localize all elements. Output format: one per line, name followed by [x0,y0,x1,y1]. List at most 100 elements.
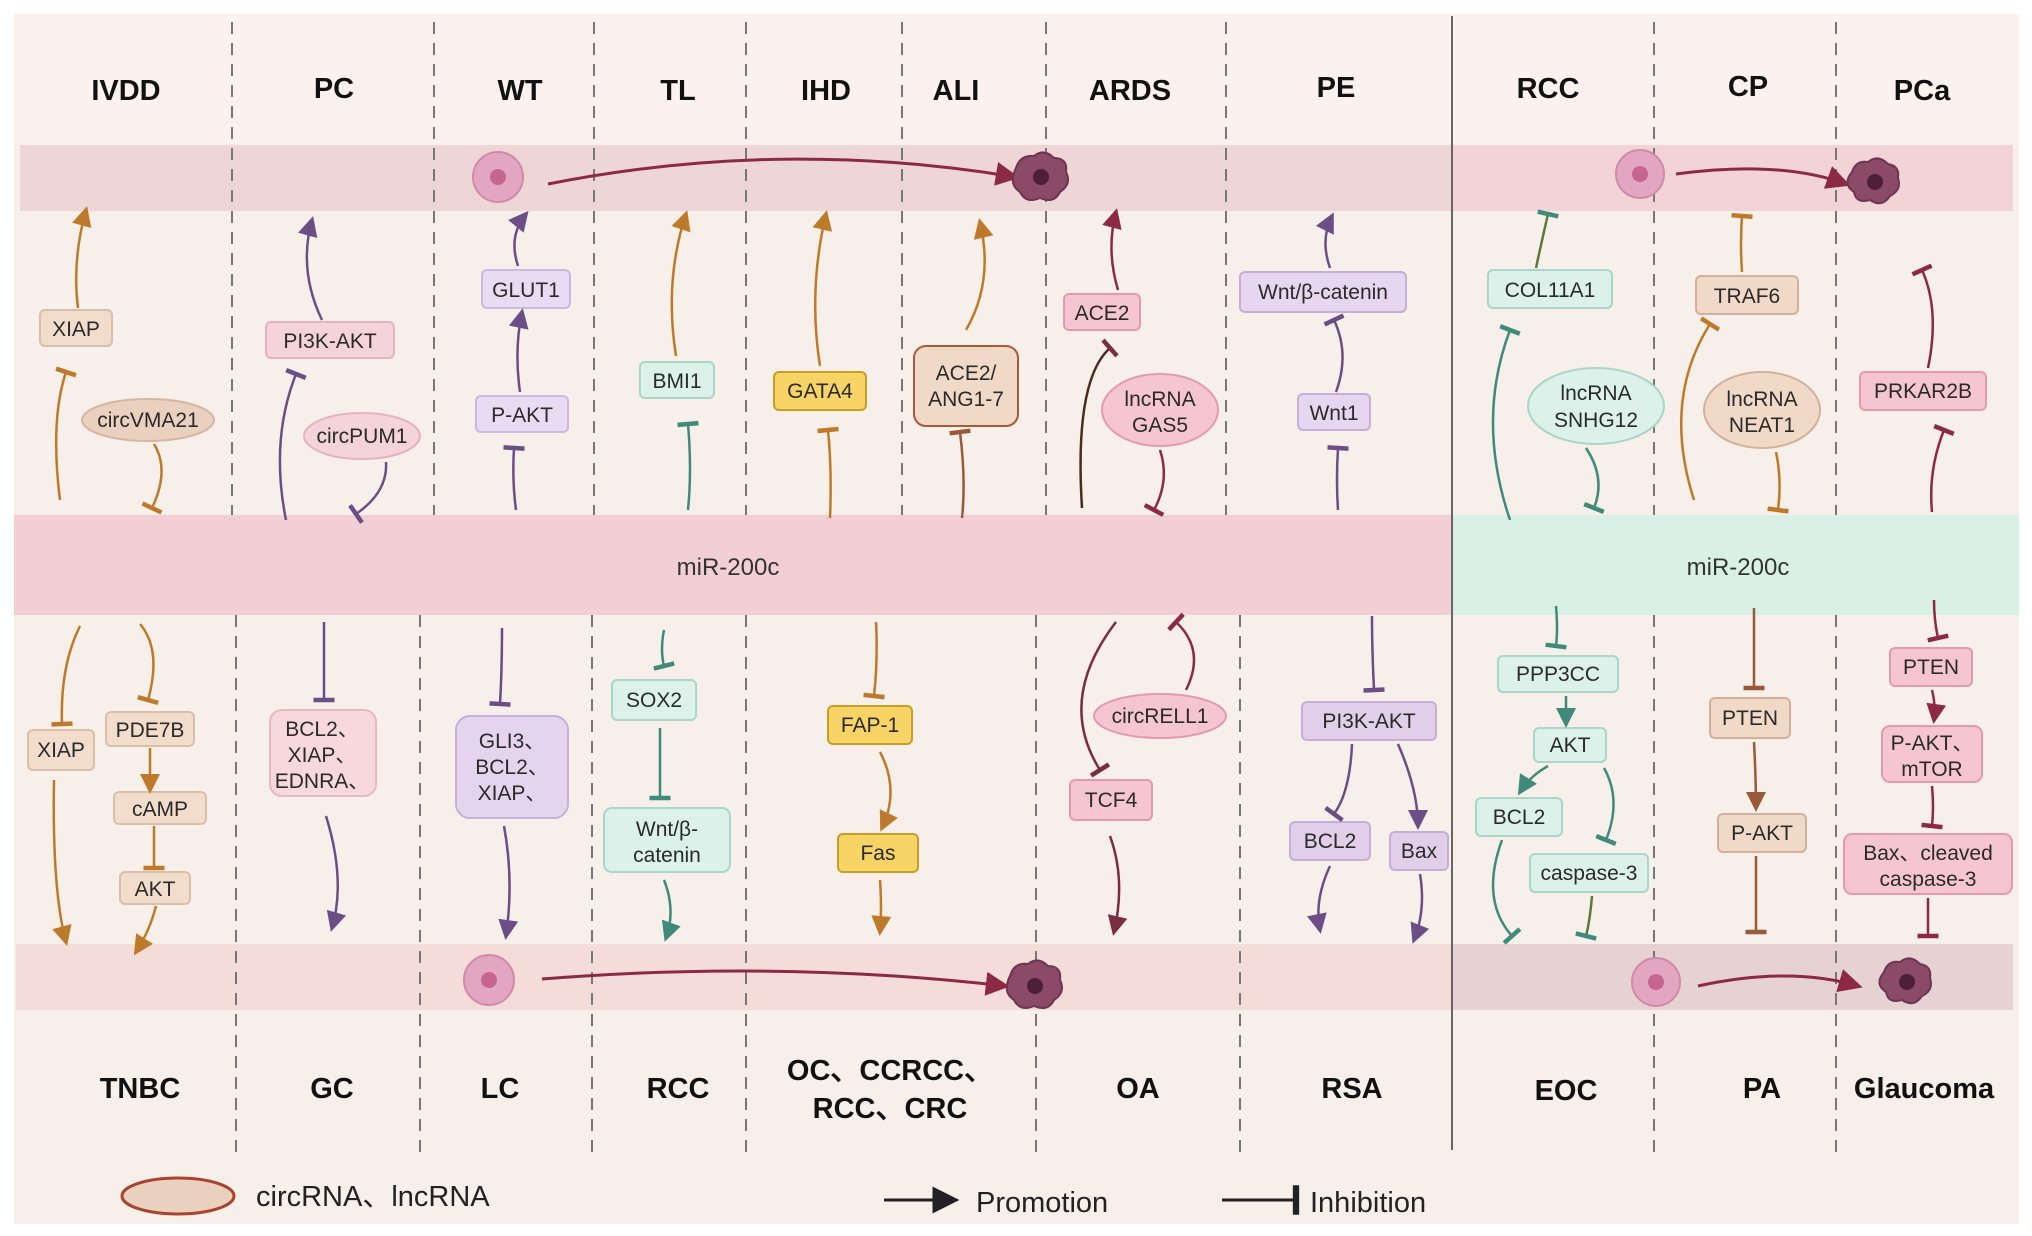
node-label: TRAF6 [1714,285,1781,308]
disease-oc-ccrcc: OC、CCRCC、 [787,1055,993,1087]
node-circpum1 [303,412,421,460]
inhibition-arrow [51,625,82,727]
disease-wt: WT [497,75,542,107]
disease-tnbc: TNBC [100,1073,181,1105]
node-label: BCL2 [1304,830,1357,853]
node-label: BCL2、 [285,718,359,741]
promotion-arrow [812,210,833,367]
node-label: EDNRA、 [275,770,370,793]
node-label: P-AKT、 [1891,732,1974,755]
promotion-arrow [1307,865,1332,934]
node-label: Wnt1 [1309,402,1358,425]
inhibition-arrow [1079,338,1119,509]
node-label: XIAP、 [478,782,547,805]
node-label: XIAP [52,318,100,341]
mir200c-band-left [14,515,1452,615]
disease-pc: PC [314,73,354,105]
node-pi3k-akt-rsa [1301,701,1437,741]
node-caspase3-eoc [1529,853,1649,893]
inhibition-arrow [1595,767,1617,846]
disease-tl: TL [660,75,695,107]
node-label: circVMA21 [97,409,199,432]
inhibition-arrow [489,627,511,707]
promotion-arrow [498,825,519,940]
node-wnt-beta-catenin [1239,271,1407,313]
node-fap1 [827,705,913,745]
disease-ali: ALI [933,75,980,107]
lower-pathway-nodes: XIAP PDE7B cAMP AKT BCL2、 XIAP、 EDNRA、 G… [27,647,2013,905]
node-xiap-tnbc [27,729,95,771]
node-glut1 [481,269,571,309]
top-header-band [14,14,2019,144]
abnormal-cell-icon [1011,151,1069,201]
node-label: XIAP、 [288,744,357,767]
promotion-arrow [324,815,347,932]
promotion-arrow [670,210,691,357]
node-label: lncRNA [1726,388,1797,411]
node-label: Bax、cleaved [1863,842,1993,865]
promotion-arrow [541,969,1010,996]
node-wnt1 [1297,393,1371,431]
inhibition-arrow [677,420,699,511]
inhibition-arrow [1921,785,1943,830]
node-label: GATA4 [787,380,853,403]
inhibition-arrow [1767,451,1789,514]
node-label: PTEN [1903,656,1959,679]
node-akt-tnbc [119,871,191,905]
bottom-disease-labels: TNBC GC LC RCC OC、CCRCC、 RCC、CRC OA RSA … [100,1055,1995,1125]
node-label: BMI1 [652,370,701,393]
disease-gc: GC [310,1073,354,1105]
inhibition-arrow [1324,743,1354,822]
promotion-arrow [133,905,158,956]
inhibition-arrow [1143,449,1166,517]
disease-pa: PA [1743,1073,1781,1105]
lower-cell-band-left [16,944,1452,1010]
disease-eoc: EOC [1535,1075,1598,1107]
promotion-arrow [547,157,1020,186]
disease-rcc-crc: RCC、CRC [813,1093,968,1125]
node-p-akt-wt [475,395,569,433]
inhibition-arrow [348,461,388,524]
node-p-akt-mtor [1881,725,1983,783]
upper-pathway-nodes: XIAP circVMA21 PI3K-AKT circPUM1 GLUT1 P… [39,269,1987,460]
normal-cell-icon [1615,149,1665,199]
column-dividers [231,22,1837,1160]
promotion-arrow [1107,835,1128,936]
node-pten-glaucoma [1889,647,1973,687]
abnormal-cell-icon [1878,957,1932,1005]
normal-cell-icon [463,954,515,1006]
node-label: FAP-1 [841,714,899,737]
node-label: PTEN [1722,707,1778,730]
disease-lc: LC [481,1073,520,1105]
node-ppp3cc [1497,655,1619,693]
promotion-arrow [1315,212,1334,269]
promotion-arrow [52,779,72,946]
disease-oa: OA [1116,1073,1160,1105]
node-label: cAMP [132,798,188,821]
inhibition-arrow [278,368,307,521]
legend-promotion-label: Promotion [976,1187,1108,1219]
node-label: SNHG12 [1554,409,1638,432]
node-label: caspase-3 [1541,862,1638,885]
node-gata4 [773,371,867,411]
node-pten-pa [1709,697,1791,739]
node-label: BCL2、 [475,756,549,779]
inhibition-arrow [1545,605,1567,650]
node-label: PPP3CC [1516,663,1600,686]
disease-pca: PCa [1894,75,1951,107]
inhibition-arrow [1080,621,1117,778]
node-label: caspase-3 [1880,868,1977,891]
node-fas [837,833,919,873]
node-label: PI3K-AKT [283,330,377,353]
node-label: AKT [1550,734,1591,757]
node-gli3-bcl2-xiap [455,715,569,819]
promotion-arrow [964,218,994,331]
node-label: PDE7B [116,719,185,742]
node-pde7b [105,711,195,747]
node-label: PI3K-AKT [1322,710,1416,733]
inhibition-arrow [1731,213,1753,273]
inhibition-arrow [1327,445,1349,511]
normal-cell-icon [472,151,524,203]
node-lncrna-neat1 [1703,371,1821,449]
node-label: circRELL1 [1112,705,1209,728]
